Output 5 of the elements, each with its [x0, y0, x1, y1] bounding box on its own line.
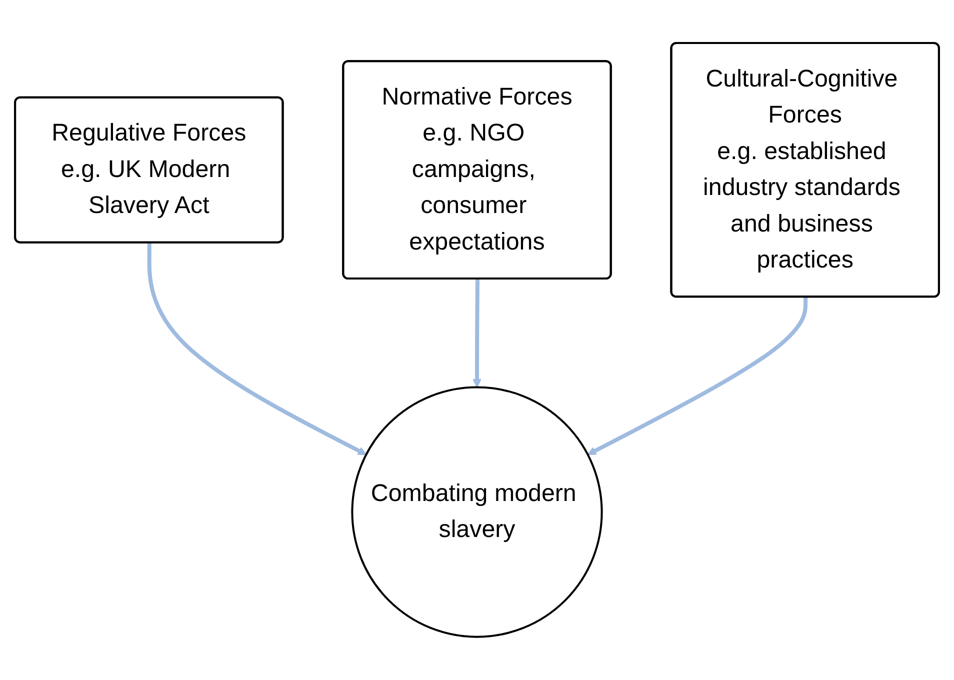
arrow [147, 242, 367, 456]
diagram: Regulative Forces e.g. UK Modern Slavery Act Normative Forces e.g. NGO campaigns, consumer expectations Cultural-Cognitive Forces e.g. established industry standards and business practices Combating modern slavery [7, 35, 947, 645]
arrow [587, 297, 808, 456]
arrow [472, 279, 482, 388]
node-circle [351, 386, 603, 638]
